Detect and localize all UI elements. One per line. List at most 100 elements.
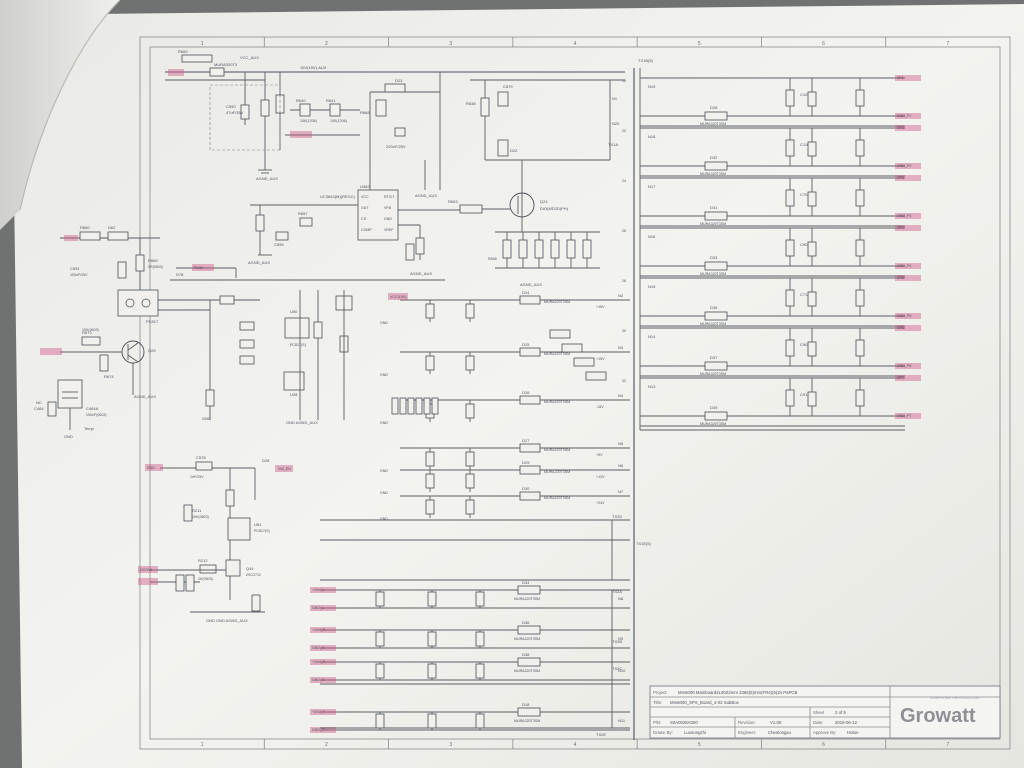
r212-val: 2K(0603) <box>198 577 213 581</box>
rectifier-diode <box>704 111 728 121</box>
ic-pin-label: CS <box>361 217 367 221</box>
auxiliary-24v-outputs: N8D34MURA220T3SM+24V_LGND_LN9D36MURA220T… <box>310 519 630 733</box>
cap-ref: C70A <box>800 192 810 197</box>
zone-label-bottom: 3 <box>449 742 452 748</box>
c464a-val: 100nF(0603) <box>86 413 107 417</box>
net-return: GND_P4 <box>897 264 911 268</box>
filter-cap <box>785 189 795 207</box>
transistor-q44 <box>225 559 241 577</box>
winding-label: N17 <box>648 184 656 189</box>
net-return: GND <box>380 469 388 473</box>
rectifier-diode <box>704 361 728 371</box>
zone-label-top: 7 <box>946 41 949 47</box>
diode-ref: D34 <box>522 580 530 585</box>
winding-label: N7 <box>618 489 624 494</box>
sw-en-net: SW_EN <box>278 467 291 471</box>
diode-ref: D29 <box>522 460 530 465</box>
u61-val: PC817(S) <box>254 529 270 533</box>
zone-label-top: 1 <box>201 41 204 47</box>
net-out: +5V <box>596 453 603 457</box>
c464a-label: C464A <box>86 406 99 411</box>
net-out: +15V <box>596 357 605 361</box>
net-out: +24V_T <box>312 710 325 714</box>
diode-ref: D24 <box>522 290 530 295</box>
diode-ref: D18 <box>522 702 530 707</box>
svg-text:AGND_AUX: AGND_AUX <box>410 271 432 276</box>
winding-label: N14 <box>648 334 656 339</box>
diode-ref: D31 <box>710 205 718 210</box>
net-out: +24V_R <box>312 628 325 632</box>
winding-label: N11 <box>618 718 626 723</box>
rectifier-diode <box>519 491 541 501</box>
r211-val: 10K(0603) <box>192 515 209 519</box>
winding-label: N9 <box>618 636 624 641</box>
title-block: Project: Mm6000 Mainboard4L30Z2mm 2365(5… <box>649 685 1001 739</box>
net-return: GND <box>380 373 388 377</box>
pn-value: S0A0028A000 <box>670 720 698 725</box>
tx2c-label: TX2C <box>612 666 622 671</box>
filter-cap <box>785 389 795 407</box>
winding-label: N5 <box>618 441 624 446</box>
svg-text:32: 32 <box>622 379 626 383</box>
ic-pin-label: VCC <box>361 195 369 199</box>
tx2b-label: TX2B <box>612 639 622 644</box>
dcfan-net: DCFAN <box>140 568 153 572</box>
date-label: Date: <box>813 720 823 725</box>
net-return: GND_R <box>312 646 325 650</box>
svg-text:D23: D23 <box>395 78 403 83</box>
diode-ref: D32 <box>710 155 718 160</box>
ic-pin-label: RT/CT <box>384 195 395 199</box>
approve-value: Hoton <box>847 730 859 735</box>
ic-pin-label: VFB <box>384 206 392 210</box>
net-out: VP6 <box>897 326 904 330</box>
net-return: GND_S <box>312 678 325 682</box>
svg-text:26: 26 <box>622 229 626 233</box>
diode-part: MURA320T3SM <box>700 272 726 276</box>
rectifier-diode <box>517 657 541 667</box>
diode-ref: D25 <box>522 342 530 347</box>
cap-ref: C90A <box>800 342 810 347</box>
svg-text:GND: GND <box>202 416 211 421</box>
sheet-label: Sheet <box>813 710 825 715</box>
zone-label-bottom: 5 <box>698 742 701 748</box>
pwm-controller-ic <box>357 189 399 241</box>
winding-label: N18 <box>648 134 656 139</box>
svg-text:R657: R657 <box>298 211 308 216</box>
net-out: +12V <box>596 475 605 479</box>
winding-label: N3 <box>618 345 624 350</box>
diode-part: MURA320T3SM <box>700 422 726 426</box>
net-label-aux: 15V(15V)-AUX <box>300 65 327 70</box>
opto-u50-label: U50 <box>290 309 298 314</box>
winding-label: N13 <box>648 384 656 389</box>
diode-ref: D37 <box>710 355 718 360</box>
sense-resistor <box>566 239 576 259</box>
winding-label: N4 <box>618 393 624 398</box>
opto-u61 <box>227 517 251 541</box>
net-out: VP2 <box>897 126 904 130</box>
svg-text:47uF/35V: 47uF/35V <box>226 110 244 115</box>
svg-text:GND GND AGND_AUX: GND GND AGND_AUX <box>206 618 248 623</box>
diode-part: MURA220T3SM <box>544 352 570 356</box>
net-out: VP7 <box>897 376 904 380</box>
rectifier-diode <box>517 625 541 635</box>
svg-text:PC817: PC817 <box>146 319 159 324</box>
drawn-label: Drawn By: <box>653 730 673 735</box>
enable-circuit: GND C578 1nF/25V SW_EN D28 R211 10K(0603… <box>138 455 293 623</box>
svg-text:D78: D78 <box>176 272 184 277</box>
q25-label: Q25 <box>148 348 156 353</box>
sense-resistor <box>502 239 512 259</box>
net-return: GND_L <box>312 606 324 610</box>
net-out: +15V <box>596 305 605 309</box>
svg-text:30: 30 <box>622 329 626 333</box>
diode-part: MURA220T3SM <box>514 669 540 673</box>
net-return: GND <box>380 421 388 425</box>
rectifier-diode <box>519 295 541 305</box>
c591-val: 100nF/25V <box>70 273 88 277</box>
